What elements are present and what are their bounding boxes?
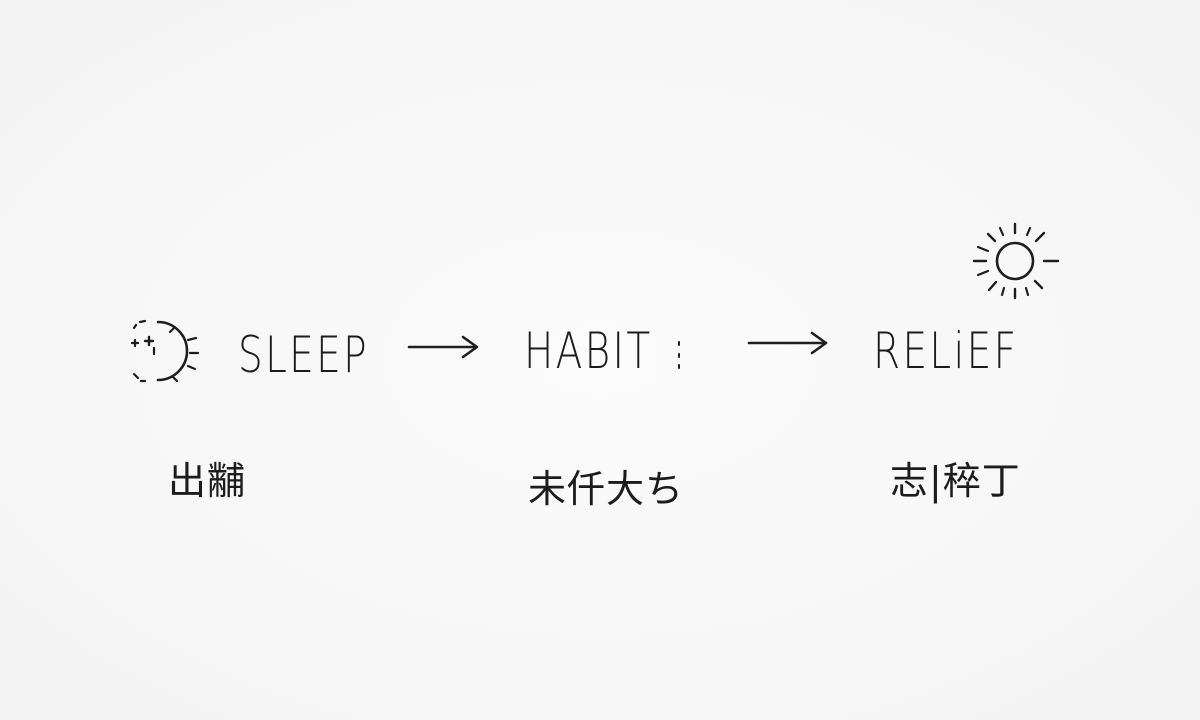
step-label-relief: RELiEF xyxy=(873,322,1019,380)
arrow-right-icon xyxy=(747,331,828,355)
step-caption-relief: 志|稡丁 xyxy=(890,459,1021,503)
step-label-sleep: SLEEP xyxy=(238,326,369,384)
step-caption-sleep: 出黼 xyxy=(168,459,247,503)
step-label-habit: HABIT xyxy=(524,322,653,380)
colon-mark-icon xyxy=(678,341,680,369)
sun-icon xyxy=(972,222,1060,300)
step-caption-habit: 未仟大ち xyxy=(528,467,685,511)
moon-sleep-icon xyxy=(130,319,200,383)
arrow-right-icon xyxy=(407,335,479,359)
